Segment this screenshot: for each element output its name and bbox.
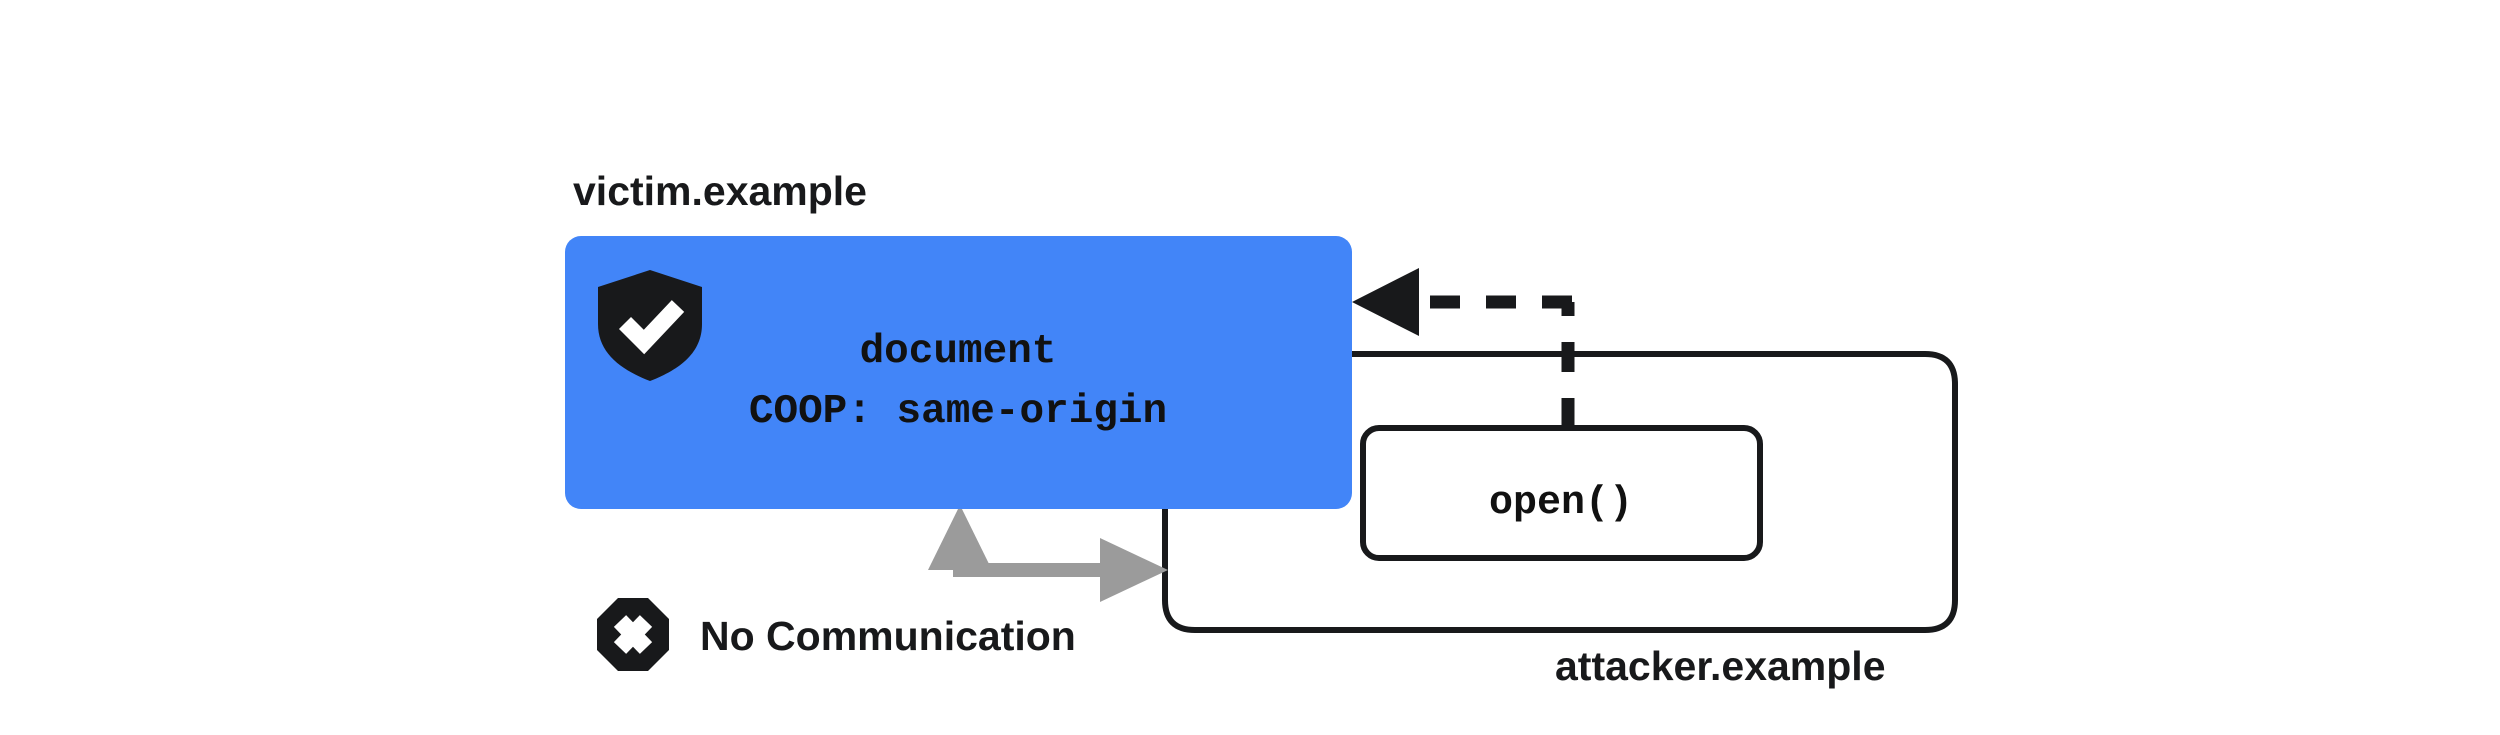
- no-communication-label: No Communication: [700, 613, 1076, 659]
- octagon-x-icon: [597, 598, 669, 671]
- attacker-origin-label: attacker.example: [1555, 643, 1886, 689]
- attacker-frame-outline: [1162, 351, 1958, 633]
- victim-browsing-context: [565, 236, 1352, 509]
- arrowhead-right-icon: [1100, 538, 1168, 602]
- arrowhead-left-icon: [1352, 268, 1419, 336]
- open-call-label: open(): [1489, 481, 1633, 526]
- arrowhead-up-icon: [928, 505, 992, 570]
- victim-document-label: document: [860, 329, 1057, 375]
- victim-origin-label: victim.example: [573, 168, 867, 214]
- victim-coop-header-label: COOP: same-origin: [749, 389, 1167, 435]
- open-call-edge: [1352, 268, 1575, 428]
- no-communication-arrow: [928, 505, 1168, 602]
- shield-check-icon: [598, 270, 702, 381]
